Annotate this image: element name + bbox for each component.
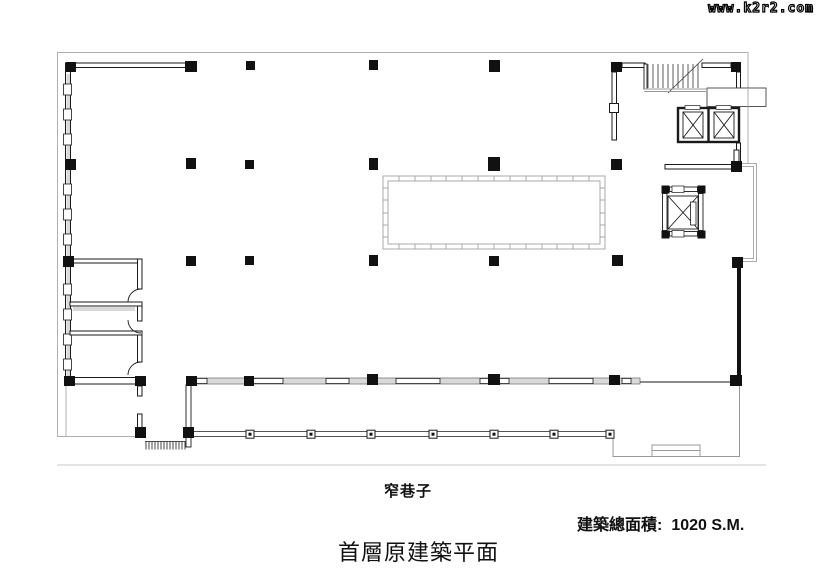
column-grid bbox=[63, 60, 743, 438]
site-boundary bbox=[57, 52, 766, 466]
door-swing-arcs bbox=[127, 288, 142, 376]
stair-landing-extension bbox=[706, 87, 767, 107]
exterior-walls bbox=[65, 62, 741, 386]
entrance-steps bbox=[145, 441, 186, 450]
storefront-window-band bbox=[191, 377, 737, 385]
area-value: 1020 S.M. bbox=[671, 517, 745, 534]
elevator-bank bbox=[676, 105, 741, 144]
central-skylight bbox=[382, 175, 606, 250]
alley-label: 窄巷子 bbox=[384, 483, 433, 500]
total-area-label: 建築總面積: 1020 S.M. bbox=[577, 511, 744, 535]
watermark: www.k2r2.com bbox=[707, 0, 814, 16]
stairs-top bbox=[643, 58, 767, 107]
service-elevator bbox=[661, 185, 706, 239]
balcony-outline bbox=[737, 163, 757, 262]
area-caption: 建築總面積: bbox=[577, 517, 663, 534]
veranda-posts bbox=[245, 429, 615, 439]
veranda-colonnade bbox=[185, 384, 615, 448]
small-rooms bbox=[69, 258, 143, 429]
drawing-title: 首層原建築平面 bbox=[338, 540, 500, 565]
left-wall-windows bbox=[63, 74, 72, 376]
terrace bbox=[612, 385, 740, 457]
